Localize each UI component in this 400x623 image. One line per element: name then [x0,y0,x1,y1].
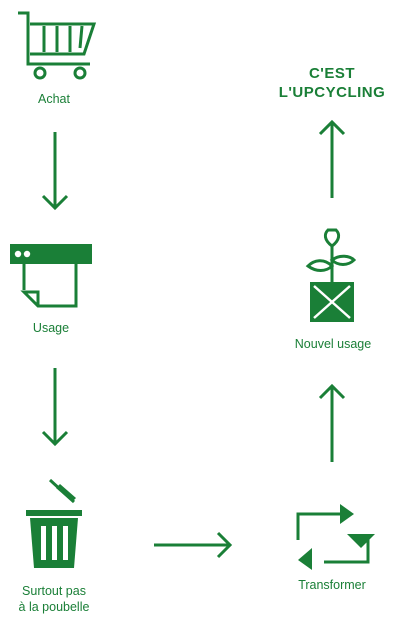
step-label-poubelle-2: à la poubelle [18,600,90,614]
step-label-poubelle-1: Surtout pas [22,584,86,598]
shopping-cart-icon [18,11,97,80]
step-label-nouvel-usage: Nouvel usage [294,337,372,351]
upcycling-title-line2: L'UPCYCLING [278,84,386,101]
step-label-achat: Achat [38,92,70,106]
arrow-down-icon [41,368,69,447]
arrow-down-icon [41,132,69,211]
recycle-arrows-icon [296,504,375,570]
upcycling-title-line1: C'EST [308,65,356,82]
arrow-up-icon [318,119,346,198]
arrow-right-icon [154,531,233,559]
trash-bin-icon [26,478,82,568]
arrow-up-icon [318,383,346,462]
step-label-transformer: Transformer [298,578,366,592]
step-label-usage: Usage [32,321,70,335]
plant-pot-icon [305,228,357,322]
document-window-icon [10,244,92,308]
